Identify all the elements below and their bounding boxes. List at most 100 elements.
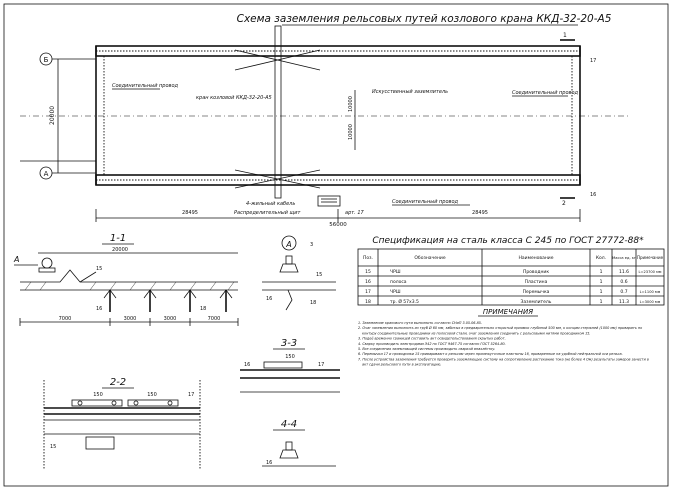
jumper-plate — [71, 399, 123, 407]
svg-text:L=23700 мм: L=23700 мм — [638, 270, 661, 274]
label-crane: кран козловой ККД-32-20-А5 — [196, 95, 272, 101]
note-line: 5. Все соединения заземляющей системы пр… — [358, 347, 495, 351]
svg-text:11.6: 11.6 — [619, 269, 629, 275]
node-a-title: А — [285, 240, 291, 249]
svg-text:1: 1 — [600, 269, 603, 275]
svg-text:L=3000 мм: L=3000 мм — [640, 300, 661, 304]
section-3-3-dim: 150 — [285, 354, 295, 360]
table-row: 17 ЧРШ Перемычка 1 0.7 L=1100 мм — [365, 289, 661, 295]
label-four-wire-cable: 4-жильный кабель — [246, 201, 295, 207]
svg-text:ЧРШ: ЧРШ — [390, 289, 401, 295]
svg-text:18: 18 — [365, 299, 371, 305]
dim-bar: 10000 — [348, 96, 354, 112]
note-line: 6. Перемычки 17 и проводники 15 приварив… — [358, 352, 623, 356]
section-1-1-dim-d: 7000 — [208, 316, 221, 322]
svg-text:1: 1 — [600, 289, 603, 295]
section-3-3: 3-3 150 16 17 — [240, 338, 340, 393]
dim-total: 56000 — [329, 222, 347, 228]
label-connecting-wire-bottom: Соединительный провод — [392, 199, 459, 205]
svg-text:Пластина: Пластина — [525, 279, 548, 285]
section-1-1-dim-b: 3000 — [124, 316, 137, 322]
note-line: 3. Подеё временно границей составить акт… — [358, 337, 506, 341]
svg-text:ЧРШ: ЧРШ — [390, 269, 401, 275]
svg-text:1: 1 — [600, 279, 603, 285]
spec-header-mass: Масса ед. кг — [612, 256, 636, 260]
section-1-1-letter: А — [13, 255, 19, 264]
section-4-4: 4-4 16 — [262, 419, 336, 467]
label-art-17: арт. 17 — [345, 210, 365, 216]
axis-b-label: Б — [44, 56, 49, 64]
svg-text:Перемычка: Перемычка — [523, 289, 550, 295]
label-artificial-grounding: Искусственный заземлитель — [372, 89, 448, 95]
svg-text:L=1100 мм: L=1100 мм — [640, 290, 661, 294]
section-2-2-item-17: 17 — [188, 392, 194, 398]
label-connecting-wire-right: Соединительный провод — [512, 90, 579, 96]
note-line: акт сдачи рельсового пути в эксплуатацию… — [362, 363, 441, 367]
label-connecting-wire-left: Соединительный провод — [112, 83, 179, 89]
dim-bar-2: 10000 — [348, 124, 354, 140]
plan-view: Схема заземления рельсовых путей козлово… — [20, 13, 630, 228]
node-a-item-15: 15 — [316, 272, 322, 278]
spec-table: Спецификация на сталь класса С 245 по ГО… — [357, 236, 665, 306]
section-4-4-item-16: 16 — [266, 460, 272, 466]
notes-body: 1. Заземление кранового пути выполнить с… — [358, 321, 649, 367]
svg-text:17: 17 — [365, 289, 371, 295]
ground-surface — [20, 269, 238, 283]
svg-text:0.7: 0.7 — [620, 289, 627, 295]
table-row: 15 ЧРШ Проводник 1 11.6 L=23700 мм — [365, 269, 662, 275]
table-row: 18 тр. Ø 57х3.5 Заземлитель 1 11.3 L=300… — [365, 298, 661, 305]
distribution-panel — [317, 195, 341, 207]
section-2-2-title: 2-2 — [110, 377, 126, 388]
section-2-2-dim-a: 150 — [93, 392, 103, 398]
note-line: 7. После устройства заземления требуется… — [358, 357, 649, 361]
section-4-4-title: 4-4 — [281, 419, 297, 430]
gantry-crane — [274, 25, 282, 199]
section-1-1-dim-c: 3000 — [164, 316, 177, 322]
table-row: 16 полоса Пластина 1 0.6 — [365, 279, 628, 285]
rail-plate — [85, 436, 115, 450]
section-1-1-title: 1-1 — [110, 233, 126, 244]
section-3-3-item-16: 16 — [244, 362, 250, 368]
section-1-1-item-18: 18 — [200, 306, 206, 312]
note-line: 1. Заземление кранового пути выполнить с… — [358, 321, 482, 325]
section-2-2-item-15: 15 — [50, 444, 56, 450]
dim-right: 28495 — [472, 210, 488, 216]
spec-header-name: Наименование — [519, 255, 554, 261]
dim-left: 28495 — [182, 210, 198, 216]
label-distribution-panel: Распределительный щит — [234, 210, 301, 216]
section-2-2-dim-b: 150 — [147, 392, 157, 398]
section-3-3-item-17: 17 — [318, 362, 324, 368]
section-1-1-item-15: 15 — [96, 266, 102, 272]
svg-text:Проводник: Проводник — [523, 269, 549, 275]
section-mark-2: 2 — [562, 200, 566, 207]
node-a-rail — [279, 263, 299, 273]
section-1-1-dim-top: 20000 — [112, 247, 128, 253]
note-line: контуру соединительные проводники из пол… — [362, 331, 590, 335]
spec-title: Спецификация на сталь класса С 245 по ГО… — [372, 236, 644, 246]
svg-text:полоса: полоса — [390, 280, 407, 285]
ground-hatching — [24, 281, 235, 291]
svg-text:11.3: 11.3 — [619, 299, 629, 305]
sheet-border — [3, 3, 669, 487]
section-3-3-title: 3-3 — [281, 338, 297, 349]
section-1-1-dim-a: 7000 — [59, 316, 72, 322]
section-2-2: 2-2 150 150 15 17 — [43, 377, 201, 470]
spec-header-designation: Обозначение — [414, 255, 445, 261]
svg-text:Заземлитель: Заземлитель — [521, 299, 552, 305]
notes-block: ПРИМЕЧАНИЯ 1. Заземление кранового пути … — [358, 308, 649, 367]
svg-text:1: 1 — [600, 299, 603, 305]
svg-text:16: 16 — [365, 279, 371, 285]
section-1-1-item-16: 16 — [96, 306, 102, 312]
plan-item-16: 16 — [590, 192, 596, 198]
grounding-rods — [103, 289, 233, 312]
spec-header-qty: Кол. — [596, 255, 606, 261]
notes-title: ПРИМЕЧАНИЯ — [483, 308, 533, 316]
spec-header-pos: Поз. — [363, 255, 373, 261]
svg-text:15: 15 — [365, 269, 371, 275]
node-a: А 3 15 16 18 — [262, 235, 336, 311]
node-a-item-3: 3 — [310, 242, 313, 248]
svg-text:тр. Ø 57х3.5: тр. Ø 57х3.5 — [390, 298, 419, 305]
rail-profile — [41, 257, 53, 269]
node-a-item-16: 16 — [266, 296, 272, 302]
